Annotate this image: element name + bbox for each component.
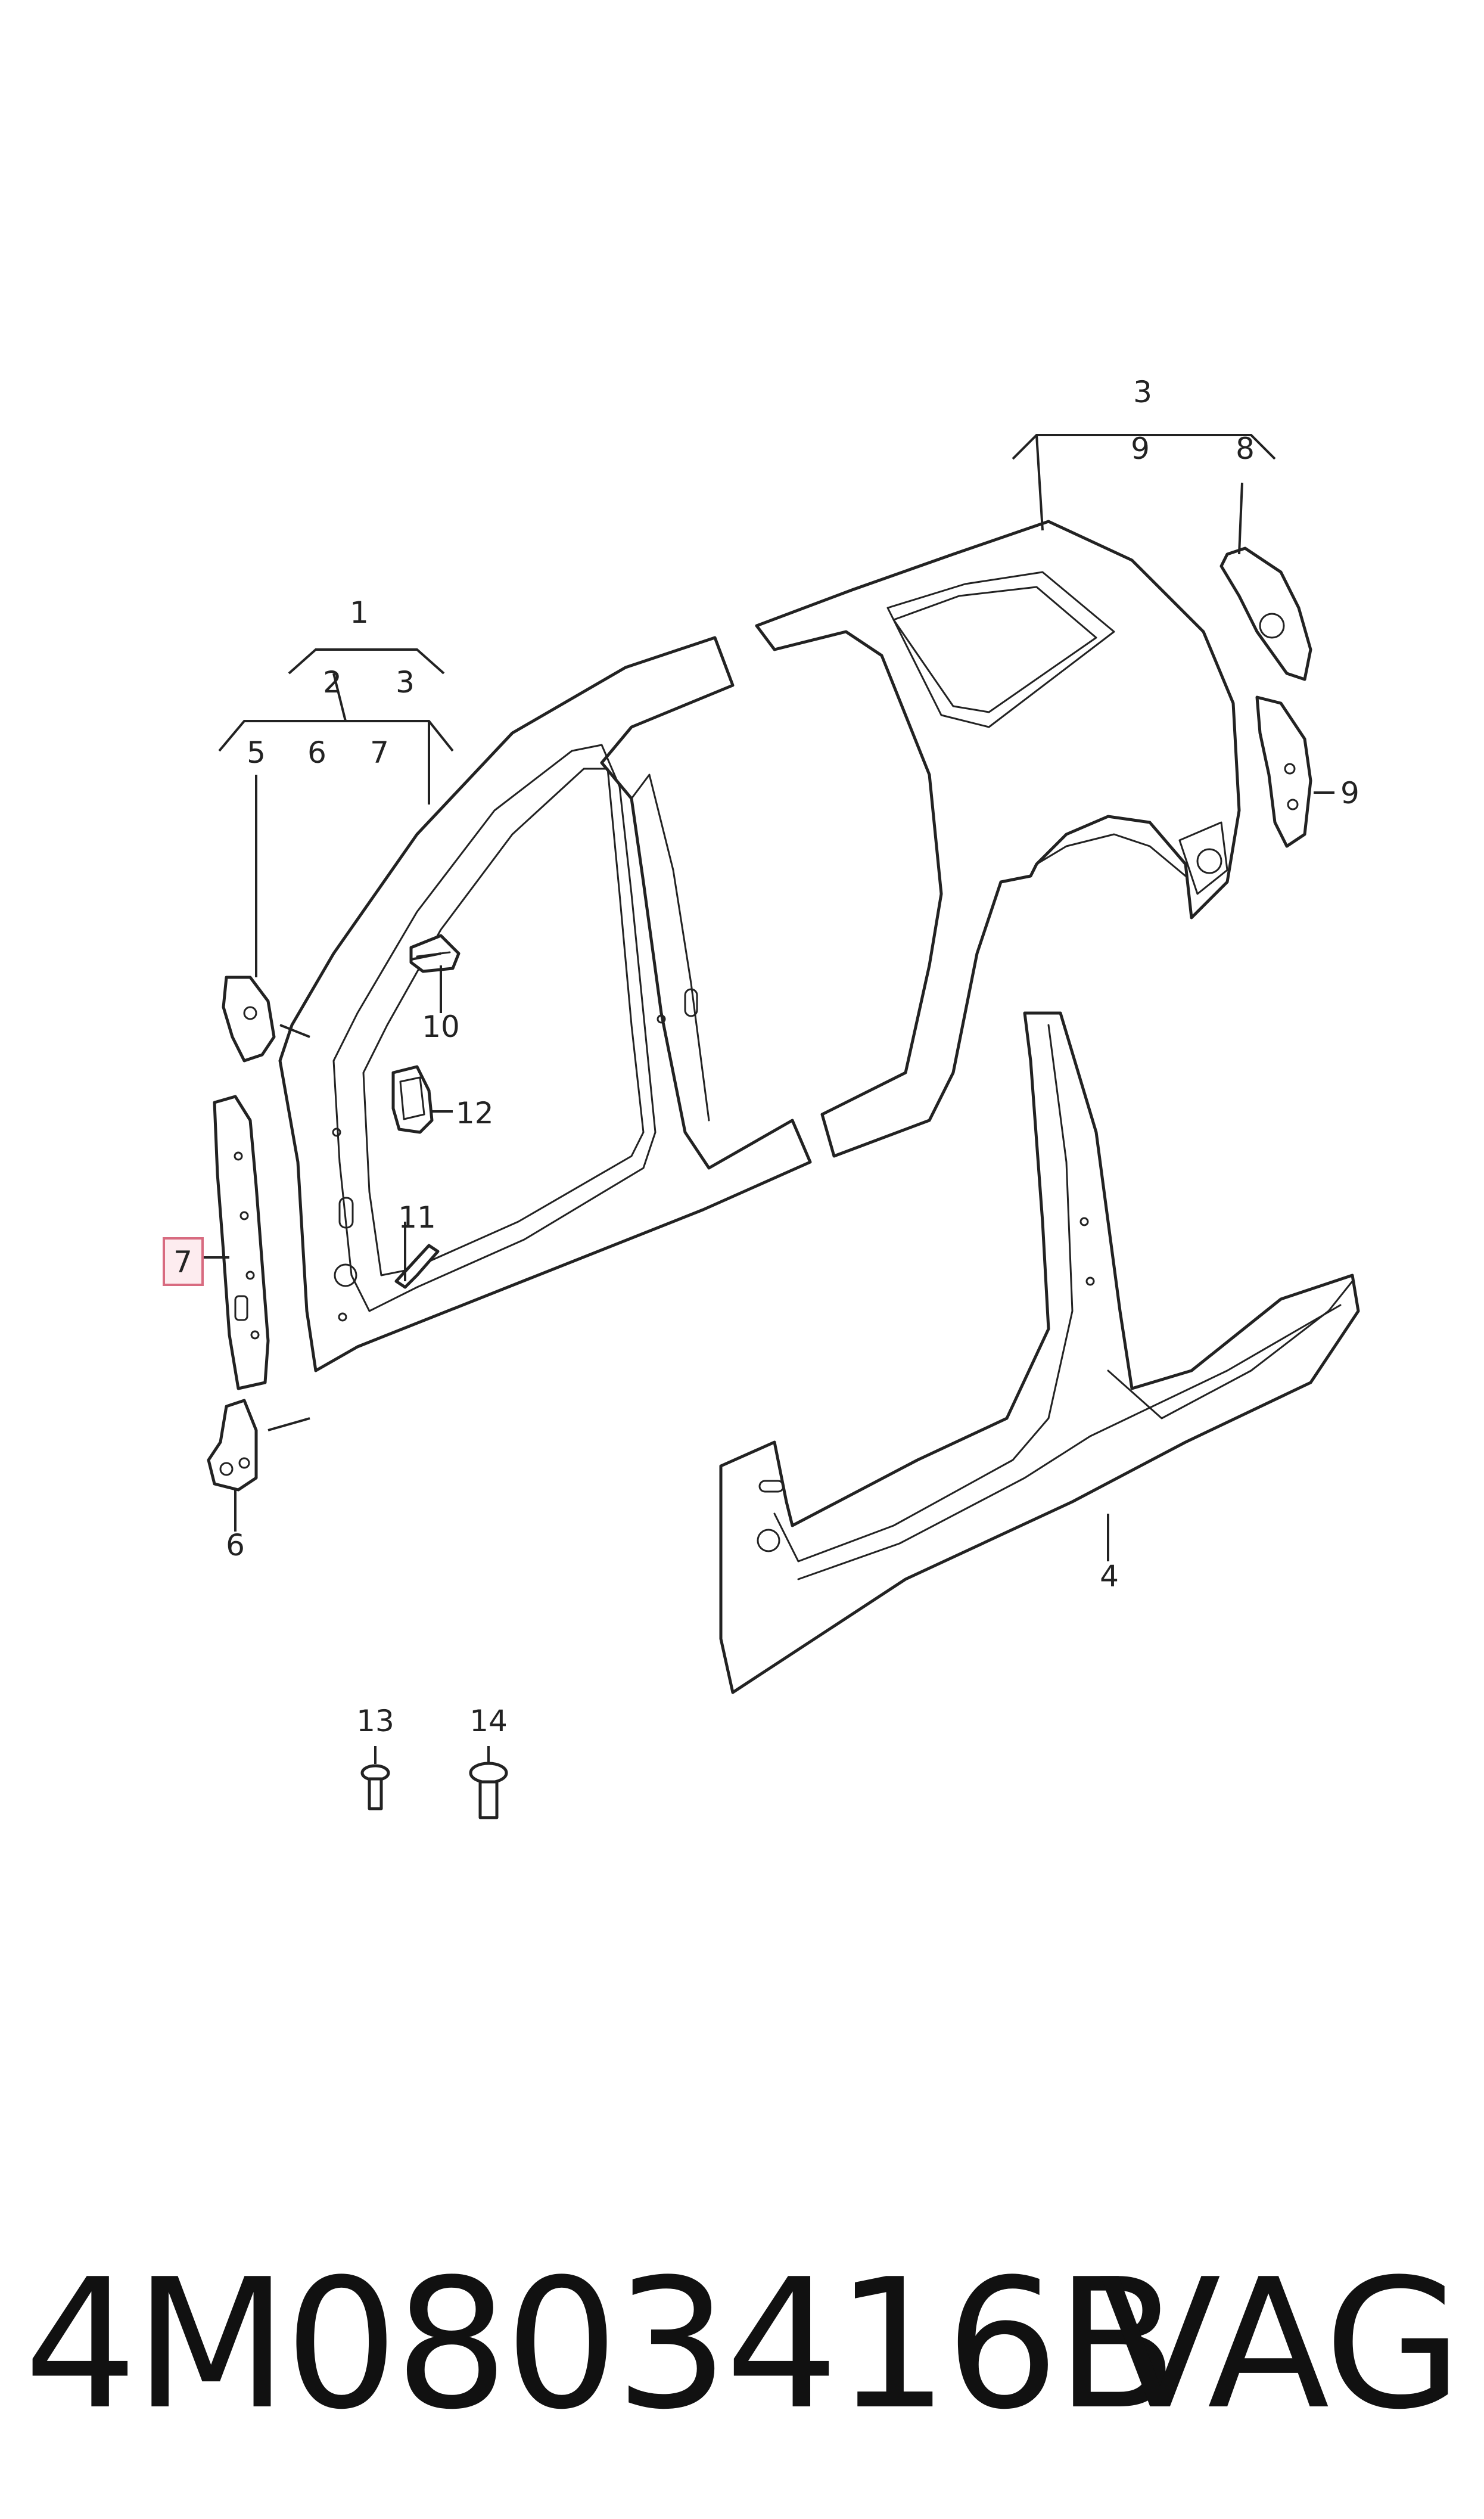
callout-4: 4 — [1100, 1559, 1119, 1594]
callout-8: 8 — [1236, 431, 1255, 466]
front-side-panel — [278, 636, 812, 1372]
parts-diagram: 1 2 3 5 6 7 3 9 8 9 10 12 11 7 6 4 13 14 — [163, 375, 1360, 1819]
callout-11: 11 — [398, 1200, 436, 1235]
strip-part-11 — [394, 1244, 440, 1289]
callout-13: 13 — [356, 1704, 394, 1738]
rivet-part-14 — [469, 1762, 508, 1819]
callout-6-upper: 6 — [307, 735, 326, 770]
caption-bar: 4M0803416B VAG — [0, 2247, 1484, 2443]
sill-section — [719, 1011, 1360, 1694]
callout-3-right: 3 — [1133, 375, 1152, 409]
callout-3-upper: 3 — [396, 665, 415, 700]
callout-7-highlighted[interactable]: 7 — [173, 1245, 192, 1279]
plate-part-12 — [391, 1065, 434, 1134]
callout-14: 14 — [469, 1704, 508, 1738]
callout-5: 5 — [247, 735, 266, 770]
hinge-bracket-part-6 — [207, 1399, 258, 1492]
callout-1: 1 — [350, 595, 369, 630]
highlight-box-callout-7 — [163, 1237, 204, 1286]
rear-side-panel — [755, 520, 1241, 1158]
callout-2-upper: 2 — [323, 665, 342, 700]
callout-7-upper: 7 — [370, 735, 389, 770]
callout-9-top: 9 — [1131, 431, 1150, 466]
callout-9-right: 9 — [1340, 776, 1359, 810]
part-number: 4M0803416B — [24, 2241, 1178, 2449]
leader-lines — [203, 434, 1334, 1764]
hinge-bracket-part-5 — [222, 976, 276, 1063]
brand-name: VAG — [1099, 2241, 1463, 2449]
bracket-part-9 — [1255, 695, 1312, 848]
callout-12: 12 — [456, 1096, 494, 1130]
callout-labels: 1 2 3 5 6 7 3 9 8 9 10 12 11 7 6 4 13 14 — [163, 375, 1359, 1738]
callout-10: 10 — [422, 1010, 460, 1044]
rivet-part-13 — [360, 1764, 390, 1810]
fuel-door-part-8 — [1219, 546, 1312, 681]
pillar-reinforcement-part-7 — [213, 1095, 270, 1390]
callout-6-lower: 6 — [226, 1528, 245, 1563]
